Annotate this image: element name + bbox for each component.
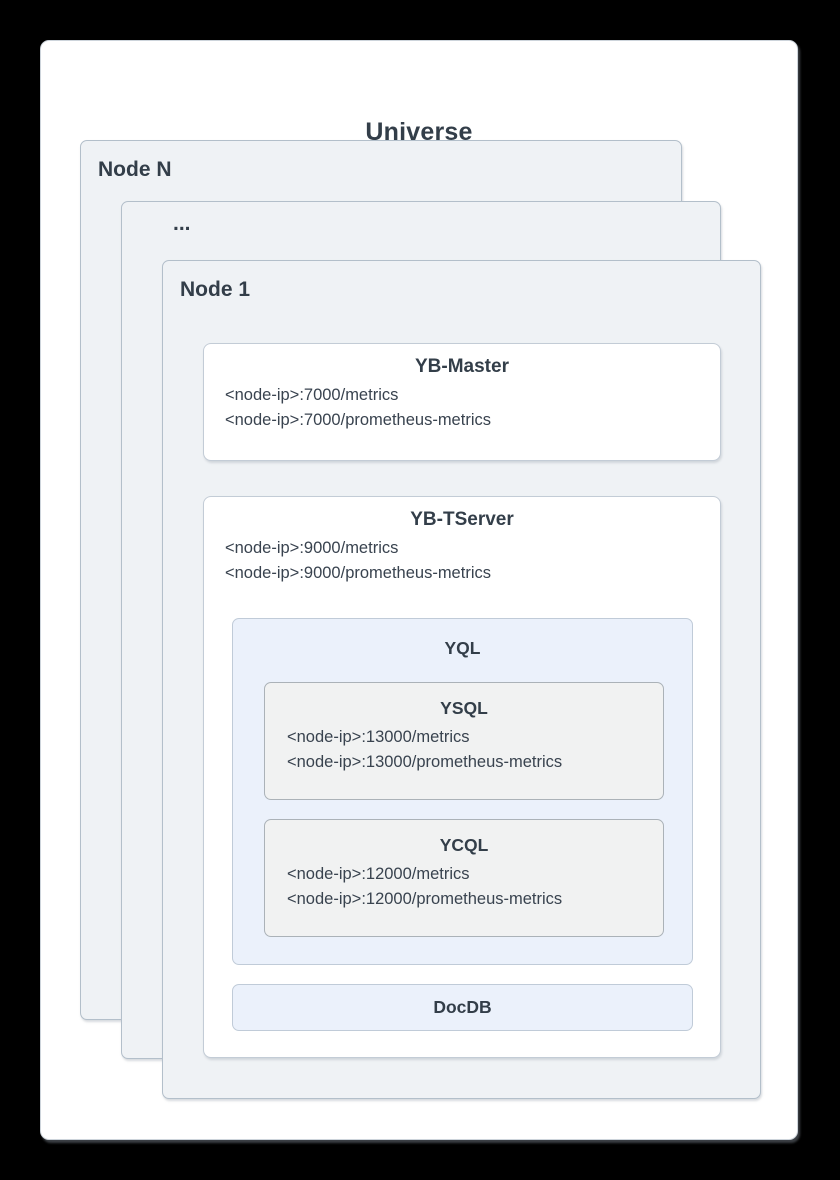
ysql-endpoint-prometheus-metrics: <node-ip>:13000/prometheus-metrics bbox=[287, 753, 563, 771]
node-ellipsis-label: ... bbox=[173, 212, 191, 235]
node-n-label: Node N bbox=[98, 158, 172, 181]
yql-box: YQL YSQL <node-ip>:13000/metrics <node-i… bbox=[232, 618, 693, 965]
ysql-endpoint-metrics: <node-ip>:13000/metrics bbox=[287, 728, 470, 746]
yb-master-box: YB-Master <node-ip>:7000/metrics <node-i… bbox=[203, 343, 721, 461]
docdb-title: DocDB bbox=[433, 997, 492, 1017]
ysql-title: YSQL bbox=[440, 698, 488, 718]
ycql-endpoints: <node-ip>:12000/metrics <node-ip>:12000/… bbox=[287, 862, 663, 912]
yql-title: YQL bbox=[444, 638, 481, 658]
ysql-box: YSQL <node-ip>:13000/metrics <node-ip>:1… bbox=[264, 682, 664, 800]
yb-tserver-endpoint-prometheus-metrics: <node-ip>:9000/prometheus-metrics bbox=[225, 564, 491, 582]
ysql-endpoints: <node-ip>:13000/metrics <node-ip>:13000/… bbox=[287, 725, 663, 775]
yb-tserver-endpoint-metrics: <node-ip>:9000/metrics bbox=[225, 539, 399, 557]
yb-master-endpoint-metrics: <node-ip>:7000/metrics bbox=[225, 386, 399, 404]
yb-master-endpoint-prometheus-metrics: <node-ip>:7000/prometheus-metrics bbox=[225, 411, 491, 429]
ycql-title: YCQL bbox=[439, 835, 489, 855]
yb-master-endpoints: <node-ip>:7000/metrics <node-ip>:7000/pr… bbox=[225, 383, 720, 433]
universe-card: Universe Node N ... Node 1 YB-Master <no… bbox=[40, 40, 798, 1140]
yb-tserver-box: YB-TServer <node-ip>:9000/metrics <node-… bbox=[203, 496, 721, 1058]
yb-tserver-title: YB-TServer bbox=[410, 509, 514, 530]
yb-master-title: YB-Master bbox=[415, 356, 509, 377]
ycql-endpoint-metrics: <node-ip>:12000/metrics bbox=[287, 865, 470, 883]
docdb-box: DocDB bbox=[232, 984, 693, 1031]
ycql-endpoint-prometheus-metrics: <node-ip>:12000/prometheus-metrics bbox=[287, 890, 563, 908]
yb-tserver-endpoints: <node-ip>:9000/metrics <node-ip>:9000/pr… bbox=[225, 536, 720, 586]
node-1-label: Node 1 bbox=[180, 278, 251, 301]
node-1-box: Node 1 YB-Master <node-ip>:7000/metrics … bbox=[162, 260, 761, 1099]
ycql-box: YCQL <node-ip>:12000/metrics <node-ip>:1… bbox=[264, 819, 664, 937]
